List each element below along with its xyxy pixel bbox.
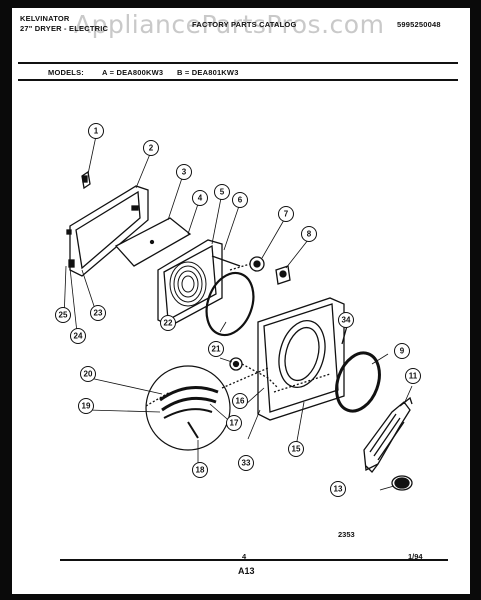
callout-13: [330, 481, 346, 497]
callout-24: [70, 328, 86, 344]
header-rule-bottom: [18, 79, 458, 81]
lint-duct: [363, 396, 413, 473]
callout-label-17: 17: [230, 419, 239, 428]
hinge-part: [81, 170, 91, 190]
drawing-number: 2353: [338, 530, 355, 539]
callout-label-20: 20: [84, 370, 93, 379]
callout-22: [160, 315, 176, 331]
callout-9: [394, 343, 410, 359]
callout-label-11: 11: [409, 372, 418, 381]
callout-label-3: 3: [182, 168, 187, 177]
brand-name: KELVINATOR: [20, 14, 70, 23]
model-b: B = DEA801KW3: [177, 68, 239, 77]
callout-16: [232, 393, 248, 409]
callout-label-22: 22: [164, 319, 173, 328]
callout-label-15: 15: [292, 445, 301, 454]
exploded-parts-diagram: 1 2 3 4 5 6 7 8 9 11 13 15 16 17 18 19 2…: [55, 123, 448, 561]
callout-11: [405, 368, 421, 384]
callout-label-19: 19: [82, 402, 91, 411]
detail-magnifier: [145, 365, 269, 451]
callout-label-34: 34: [342, 316, 351, 325]
callout-label-33: 33: [242, 459, 251, 468]
door-seal-gasket: [205, 271, 255, 337]
front-bulkhead: [157, 239, 241, 327]
callout-label-6: 6: [238, 196, 243, 205]
callout-label-8: 8: [307, 230, 312, 239]
callout-label-1: 1: [94, 127, 99, 136]
callout-25: [55, 307, 71, 323]
catalog-sheet: AppliancePartsPros.com KELVINATOR 27" DR…: [12, 8, 470, 594]
idler-ring: [391, 475, 413, 491]
callout-15: [288, 441, 304, 457]
callout-19: [78, 398, 94, 414]
callout-label-21: 21: [212, 345, 221, 354]
callout-2: [143, 140, 159, 156]
callout-1: [88, 123, 104, 139]
callout-6: [232, 192, 248, 208]
leader-34: [341, 325, 348, 345]
catalog-title: FACTORY PARTS CATALOG: [192, 20, 297, 29]
door-outer-panel: [66, 185, 149, 277]
callout-label-23: 23: [94, 309, 103, 318]
callout-label-2: 2: [149, 144, 154, 153]
callout-5: [214, 184, 230, 200]
callout-label-16: 16: [236, 397, 245, 406]
header-rule-top: [18, 62, 458, 64]
callout-label-7: 7: [284, 210, 289, 219]
callout-label-25: 25: [59, 311, 68, 320]
callout-label-9: 9: [400, 347, 405, 356]
models-label: MODELS:: [48, 68, 84, 77]
callout-label-13: 13: [334, 485, 343, 494]
callout-18: [192, 462, 208, 478]
callout-20: [80, 366, 96, 382]
callout-33: [238, 455, 254, 471]
bulkhead-felt: [229, 357, 279, 389]
drum-seal-ring: [335, 351, 381, 413]
model-a: A = DEA800KW3: [102, 68, 164, 77]
door-strike: [229, 256, 265, 272]
callout-label-18: 18: [196, 466, 205, 475]
revision-date: 1/94: [408, 552, 423, 561]
door-switch: [275, 265, 291, 285]
page-number: 4: [242, 552, 247, 561]
callout-4: [192, 190, 208, 206]
callout-label-5: 5: [220, 188, 225, 197]
watermark: AppliancePartsPros.com: [74, 10, 385, 39]
leader-lines: [63, 135, 413, 491]
callout-34: [338, 312, 354, 328]
product-line: 27" DRYER - ELECTRIC: [20, 24, 109, 33]
callout-3: [176, 164, 192, 180]
door-inner-liner: [114, 217, 192, 267]
front-cabinet-panel: [257, 297, 345, 421]
callout-label-4: 4: [198, 194, 203, 203]
part-number: 5995250048: [397, 20, 441, 29]
callout-21: [208, 341, 224, 357]
section-code: A13: [238, 566, 255, 576]
callout-8: [301, 226, 317, 242]
callout-7: [278, 206, 294, 222]
callout-23: [90, 305, 106, 321]
callout-17: [226, 415, 242, 431]
callout-label-24: 24: [74, 332, 83, 341]
